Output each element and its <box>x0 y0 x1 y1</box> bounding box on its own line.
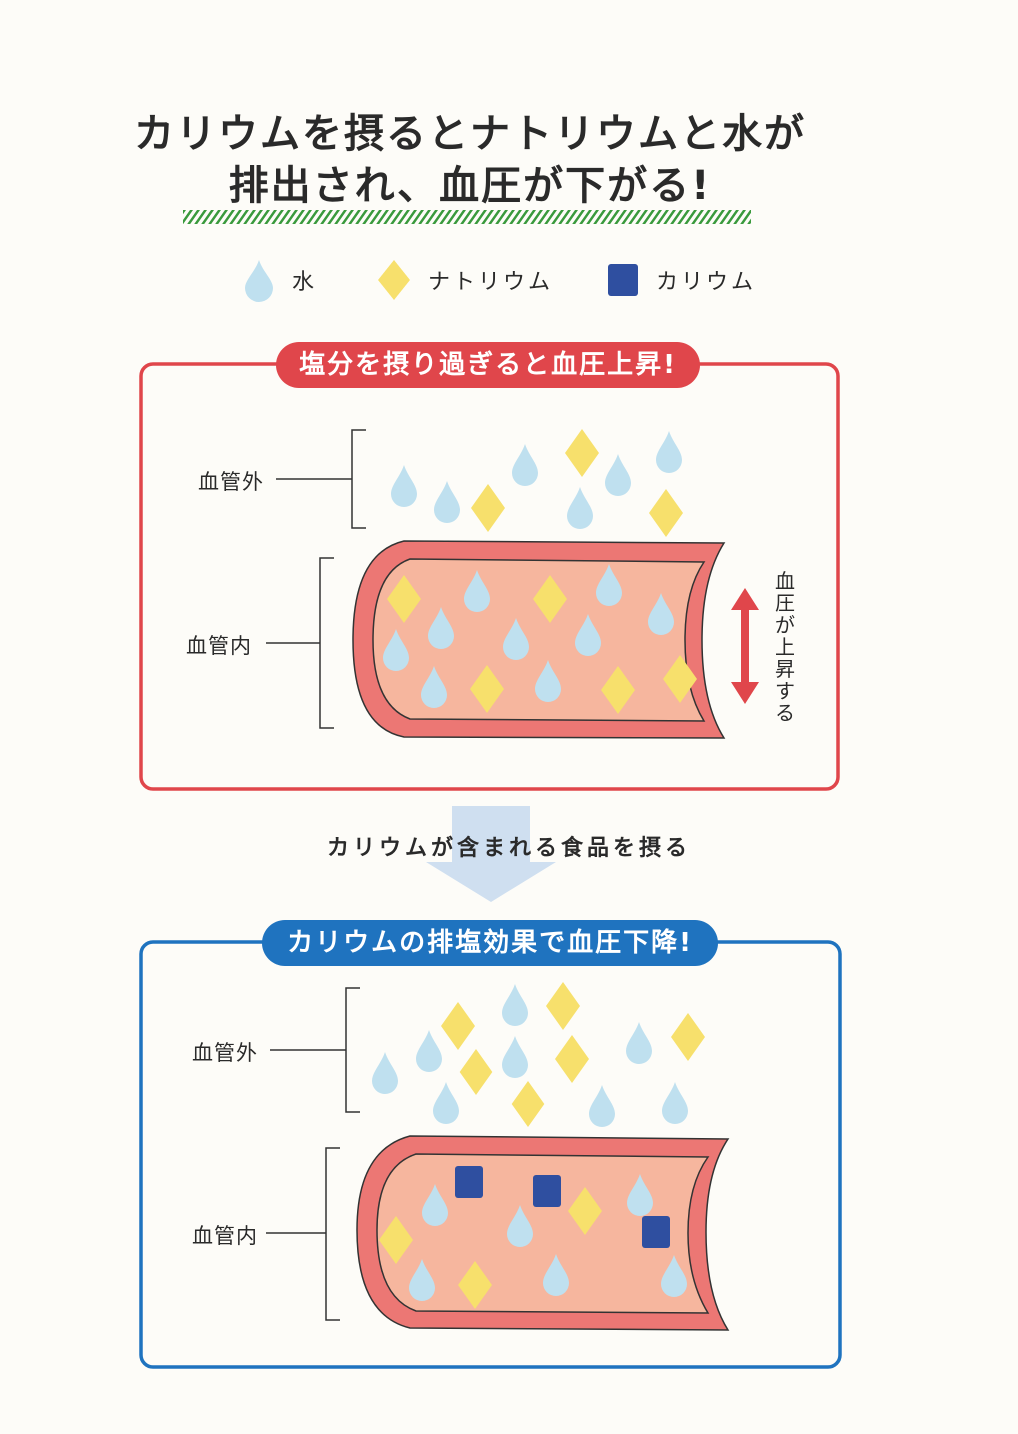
water-drop <box>626 1022 652 1064</box>
potassium-square-icon <box>608 264 638 296</box>
down-arrow-icon <box>426 806 556 902</box>
water-drop <box>512 444 538 486</box>
legend-sodium-label: ナトリウム <box>428 270 554 295</box>
panel-bottom-heading: カリウムの排塩効果で血圧下降! <box>262 920 718 966</box>
potassium-square <box>533 1175 561 1207</box>
legend-water: 水 <box>242 258 317 302</box>
bracket-outside-bottom <box>345 987 360 1113</box>
water-drop <box>434 481 460 523</box>
label-inside-bottom: 血管内 <box>192 1224 258 1248</box>
legend-sodium: ナトリウム <box>376 258 553 302</box>
sodium-diamond <box>565 429 599 477</box>
water-drop <box>656 431 682 473</box>
water-drop <box>502 984 528 1026</box>
title-line-1: カリウムを摂るとナトリウムと水が <box>134 111 806 157</box>
sodium-diamond <box>555 1035 589 1083</box>
sodium-diamond <box>459 1048 493 1096</box>
page-title: カリウムを摂るとナトリウムと水が 排出され、血圧が下がる! <box>0 108 940 212</box>
sodium-diamond <box>471 484 505 532</box>
pressure-rise-label: 血 圧 が 上 昇 す る <box>775 569 795 725</box>
water-drop <box>589 1085 615 1127</box>
water-drop-icon <box>245 260 273 302</box>
water-drop <box>433 1082 459 1124</box>
label-inside-top: 血管内 <box>186 634 252 658</box>
water-drop <box>567 487 593 529</box>
label-outside-top: 血管外 <box>198 470 264 494</box>
vessel-top <box>352 540 726 739</box>
water-drop <box>372 1052 398 1094</box>
sodium-diamond <box>671 1013 705 1061</box>
bracket-outside-top <box>351 429 366 529</box>
title-underline <box>183 210 751 224</box>
legend-water-label: 水 <box>292 270 318 295</box>
water-drop <box>605 454 631 496</box>
sodium-diamond-icon <box>378 260 410 300</box>
pressure-up-arrow-icon <box>731 588 759 704</box>
panel-top-heading: 塩分を摂り過ぎると血圧上昇! <box>276 342 700 388</box>
bracket-inside-top <box>319 557 334 729</box>
potassium-square <box>455 1166 483 1198</box>
potassium-square <box>642 1216 670 1248</box>
sodium-diamond <box>511 1080 545 1128</box>
legend-potassium-label: カリウム <box>656 270 757 295</box>
sodium-diamond <box>546 982 580 1030</box>
water-drop <box>662 1082 688 1124</box>
transition-text: カリウムが含まれる食品を摂る <box>326 836 691 861</box>
sodium-diamond <box>441 1002 475 1050</box>
sodium-diamond <box>649 489 683 537</box>
water-drop <box>502 1036 528 1078</box>
vessel-bottom <box>356 1135 730 1331</box>
water-drop <box>391 465 417 507</box>
bracket-inside-bottom <box>325 1147 340 1321</box>
label-outside-bottom: 血管外 <box>192 1041 258 1065</box>
title-line-2: 排出され、血圧が下がる! <box>228 163 712 209</box>
legend-potassium: カリウム <box>606 258 756 302</box>
water-drop <box>416 1030 442 1072</box>
